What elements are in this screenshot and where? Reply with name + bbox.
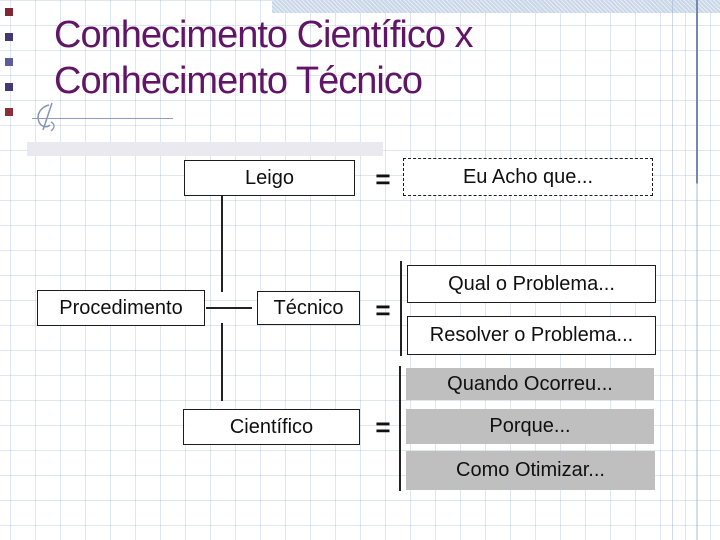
- ornament-glyph: [37, 102, 55, 132]
- box-resolver-o-problema-label: Resolver o Problema...: [429, 324, 634, 346]
- box-porque-label: Porque...: [489, 415, 571, 437]
- left-square: [5, 33, 13, 41]
- box-qual-o-problema-label: Qual o Problema...: [448, 272, 615, 295]
- box-procedimento-label: Procedimento: [59, 296, 183, 319]
- box-quando-ocorreu: Quando Ocorreu...: [406, 368, 654, 400]
- box-leigo: Leigo: [184, 160, 355, 196]
- left-square: [5, 8, 13, 16]
- right-soft-line: [672, 0, 673, 540]
- box-porque: Porque...: [406, 409, 654, 444]
- equals-sign-1: =: [375, 163, 391, 194]
- connector-trunk-lower: [221, 323, 223, 401]
- box-eu-acho-que-label: Eu Acho que...: [462, 165, 594, 188]
- connector-trunk-upper: [221, 196, 223, 292]
- box-resolver-o-problema: Resolver o Problema...: [407, 316, 656, 355]
- equals-sign-2: =: [375, 294, 391, 325]
- box-tecnico-label: Técnico: [273, 296, 344, 319]
- bracket-line-cientifico: [399, 366, 401, 491]
- top-accent-band: [272, 0, 720, 13]
- title-underline: [32, 118, 173, 119]
- box-leigo-label: Leigo: [245, 166, 294, 189]
- page-title: Conhecimento Científico x Conhecimento T…: [54, 12, 674, 104]
- box-qual-o-problema: Qual o Problema...: [407, 265, 656, 303]
- box-procedimento: Procedimento: [37, 290, 205, 326]
- box-quando-ocorreu-label: Quando Ocorreu...: [447, 372, 613, 395]
- left-square: [5, 108, 13, 116]
- box-como-otimizar: Como Otimizar...: [406, 451, 655, 490]
- equals-sign-3: =: [375, 411, 391, 442]
- box-como-otimizar-label: Como Otimizar...: [456, 459, 605, 481]
- title-line-2: Conhecimento Técnico: [54, 60, 423, 102]
- box-cientifico: Científico: [183, 409, 360, 445]
- box-tecnico: Técnico: [257, 291, 360, 325]
- bracket-line-tecnico: [400, 261, 402, 356]
- box-cientifico-label: Científico: [229, 415, 314, 438]
- title-line-1: Conhecimento Científico x: [54, 14, 474, 56]
- box-eu-acho-que: Eu Acho que...: [403, 158, 653, 196]
- left-square: [5, 58, 13, 66]
- connector-procedimento-tecnico: [206, 307, 252, 309]
- right-accent-line: [696, 0, 698, 540]
- left-square: [5, 83, 13, 91]
- title-shadow-bar: [27, 142, 383, 156]
